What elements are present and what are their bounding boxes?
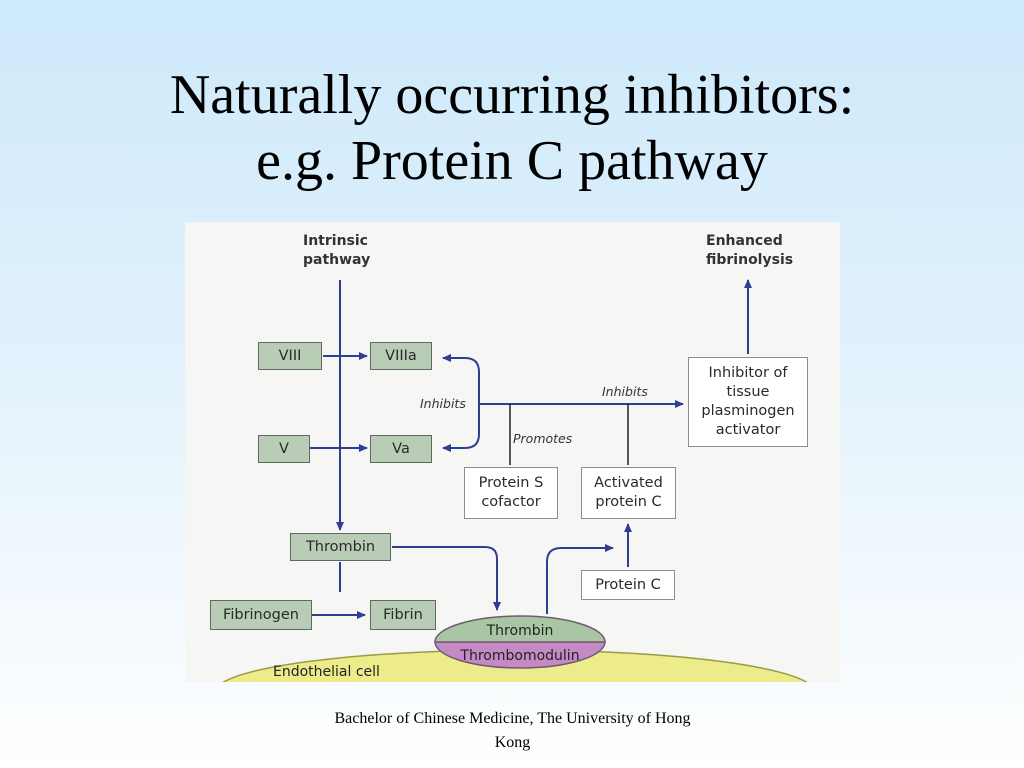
endothelial-cell-label: Endothelial cell [273,664,380,680]
node-v: V [258,435,310,463]
slide-title: Naturally occurring inhibitors: e.g. Pro… [0,62,1024,194]
membrane-thrombin-shape [434,615,606,643]
node-fibrin: Fibrin [370,600,436,630]
slide-footer: Bachelor of Chinese Medicine, The Univer… [334,710,691,751]
intrinsic-pathway-text: Intrinsic pathway [303,233,371,268]
node-fibrinogen: Fibrinogen [210,600,312,630]
node-protein-s-cofactor: Protein S cofactor [464,467,558,519]
diagram-graphics [222,279,808,682]
thrombomodulin-shape [434,641,606,669]
arrow-inhibits-bracket [442,354,480,404]
title-line-1: Naturally occurring inhibitors: [169,64,855,126]
node-protein-c: Protein C [581,570,675,600]
promotes-label: Promotes [513,431,573,446]
protein-c-pathway-diagram: Intrinsic pathway Enhanced fibrinolysis … [185,222,840,682]
intrinsic-pathway-label: Intrinsic pathway [303,232,383,270]
node-viiia: VIIIa [370,342,432,370]
arrow-inhibits-bracket-lower [442,404,480,452]
enhanced-fibrinolysis-label: Enhanced fibrinolysis [706,232,794,270]
arrow-thrombin-to-membrane [392,546,501,611]
node-va: Va [370,435,432,463]
inhibits-left-label: Inhibits [420,396,466,411]
thrombomodulin-label: Thrombomodulin [460,648,580,664]
node-thrombin: Thrombin [290,533,391,561]
enhanced-fibrinolysis-text: Enhanced fibrinolysis [706,233,794,268]
node-activated-protein-c: Activated protein C [581,467,676,519]
membrane-thrombin-label: Thrombin [486,623,554,639]
title-line-2: e.g. Protein C pathway [256,130,768,192]
node-inhibitor-tpa: Inhibitor of tissue plasminogen activato… [688,357,808,447]
node-viii: VIII [258,342,322,370]
arrow-membrane-to-apc [546,544,614,614]
inhibits-right-label: Inhibits [602,384,648,399]
